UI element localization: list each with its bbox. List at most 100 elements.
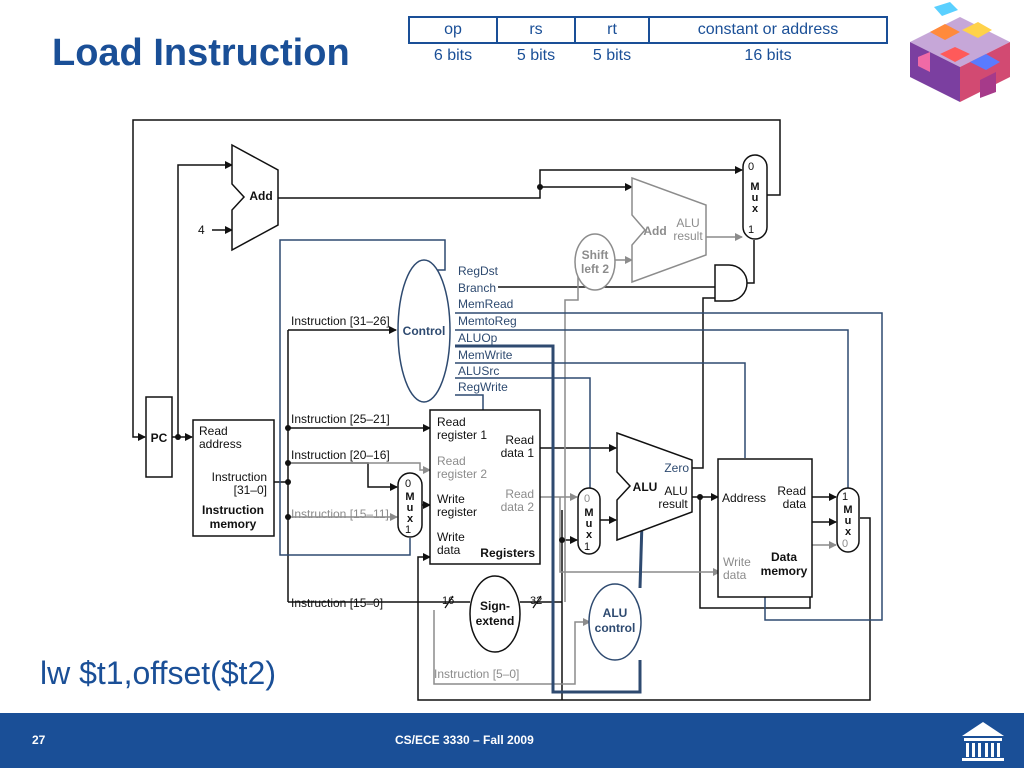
svg-text:Instruction: Instruction [202,503,264,517]
svg-text:register: register [437,505,477,519]
svg-text:Read: Read [505,487,534,501]
svg-text:1: 1 [842,491,848,503]
instruction-field-labels: Instruction [31–26] Instruction [25–21] … [291,314,519,681]
svg-text:1: 1 [405,524,411,536]
svg-text:Instruction [15–0]: Instruction [15–0] [291,596,383,610]
svg-text:extend: extend [476,614,515,628]
slide-title: Load Instruction [52,32,350,74]
bits-rt: 5 bits [592,47,632,64]
svg-text:0: 0 [748,161,754,173]
svg-text:Instruction [15–11]: Instruction [15–11] [291,507,389,521]
bits-op: 6 bits [433,47,473,64]
signal-branch: Branch [458,281,496,295]
svg-text:Write: Write [437,492,465,506]
field-op: op [408,16,498,44]
zero-label: Zero [664,461,689,475]
svg-text:data: data [783,497,807,511]
memtoreg-mux: 1 M u x 0 [836,487,860,553]
sign-extend: Sign- extend [469,575,521,653]
pc-adder: Add [231,143,279,252]
bits-constant: 16 bits [744,47,792,64]
signal-memtoreg: MemtoReg [458,314,517,328]
bits-rs: 5 bits [516,47,556,64]
svg-text:memory: memory [210,517,257,531]
svg-text:Read: Read [437,415,466,429]
course-label: CS/ECE 3330 – Fall 2009 [395,733,534,747]
alu-control: ALU control [588,583,642,661]
svg-text:0: 0 [405,478,411,490]
svg-text:Instruction [25–21]: Instruction [25–21] [291,412,390,426]
instruction-memory: Read address Instruction [31–0] Instruct… [192,419,275,537]
field-rt: rt [574,16,650,44]
instruction-format-table: op rs rt constant or address 6 bits 5 bi… [408,16,888,68]
main-alu: ALU Zero ALU result [616,431,693,542]
alusrc-mux: 0 M u x 1 [577,487,601,555]
regdst-mux: 0 M u x 1 [397,472,423,538]
svg-text:left 2: left 2 [581,262,609,276]
svg-text:0: 0 [842,538,848,550]
svg-text:M: M [405,491,414,503]
control-label: Control [403,324,446,338]
control-signals: RegDst Branch MemRead MemtoReg ALUOp Mem… [458,264,517,394]
svg-text:32: 32 [530,595,542,607]
svg-text:control: control [595,621,636,635]
field-rs: rs [496,16,576,44]
svg-text:x: x [752,203,759,215]
svg-text:1: 1 [748,224,754,236]
rotunda-logo-icon [962,722,1004,761]
adder-label: Add [249,189,272,203]
svg-text:Data: Data [771,550,797,564]
svg-text:x: x [407,513,414,525]
svg-text:address: address [199,437,242,451]
svg-text:Write: Write [437,530,465,544]
svg-text:Read: Read [199,424,228,438]
svg-text:Shift: Shift [582,248,609,262]
svg-text:Add: Add [643,224,666,238]
svg-text:Registers: Registers [480,546,535,560]
svg-text:register 1: register 1 [437,428,487,442]
signal-regwrite: RegWrite [458,380,508,394]
svg-text:Instruction [20–16]: Instruction [20–16] [291,448,390,462]
svg-text:M: M [750,181,759,193]
svg-text:Read: Read [505,433,534,447]
datapath-diagram: PC Add 4 Read address Instruction [31–0]… [132,119,883,701]
svg-text:x: x [586,529,593,541]
footer-bar: 27 CS/ECE 3330 – Fall 2009 [0,713,1024,768]
svg-text:data: data [723,568,747,582]
control-unit: Control [397,259,451,403]
svg-text:Sign-: Sign- [480,599,510,613]
svg-text:x: x [845,526,852,538]
branch-adder: Add ALU result [631,176,707,284]
svg-text:data 2: data 2 [501,500,535,514]
svg-text:Read: Read [437,454,466,468]
svg-text:u: u [586,518,593,530]
svg-text:u: u [407,502,414,514]
svg-text:[31–0]: [31–0] [234,483,267,497]
svg-text:data 1: data 1 [501,446,535,460]
svg-text:M: M [584,507,593,519]
svg-text:register 2: register 2 [437,467,487,481]
instruction-example: lw $t1,offset($t2) [40,655,276,691]
field-constant: constant or address [648,16,888,44]
signal-regdst: RegDst [458,264,499,278]
svg-text:memory: memory [761,564,808,578]
data-memory: Address Read data Write data Data memory [717,458,813,598]
svg-text:result: result [673,229,703,243]
pc-label: PC [151,431,168,445]
register-file: Read register 1 Read register 2 Write re… [429,409,541,565]
pc-register: PC [145,396,173,478]
svg-text:Instruction: Instruction [212,470,267,484]
svg-text:ALU: ALU [676,216,699,230]
svg-text:Read: Read [777,484,806,498]
svg-text:ALU: ALU [633,480,658,494]
and-gate [714,264,748,302]
svg-text:0: 0 [584,493,590,505]
svg-text:M: M [843,504,852,516]
svg-text:16: 16 [442,595,454,607]
constant-four-label: 4 [198,223,205,237]
signal-aluop: ALUOp [458,331,498,345]
svg-text:Instruction [5–0]: Instruction [5–0] [434,667,519,681]
signal-alusrc: ALUSrc [458,364,499,378]
svg-text:Address: Address [722,491,766,505]
svg-text:Instruction [31–26]: Instruction [31–26] [291,314,390,328]
